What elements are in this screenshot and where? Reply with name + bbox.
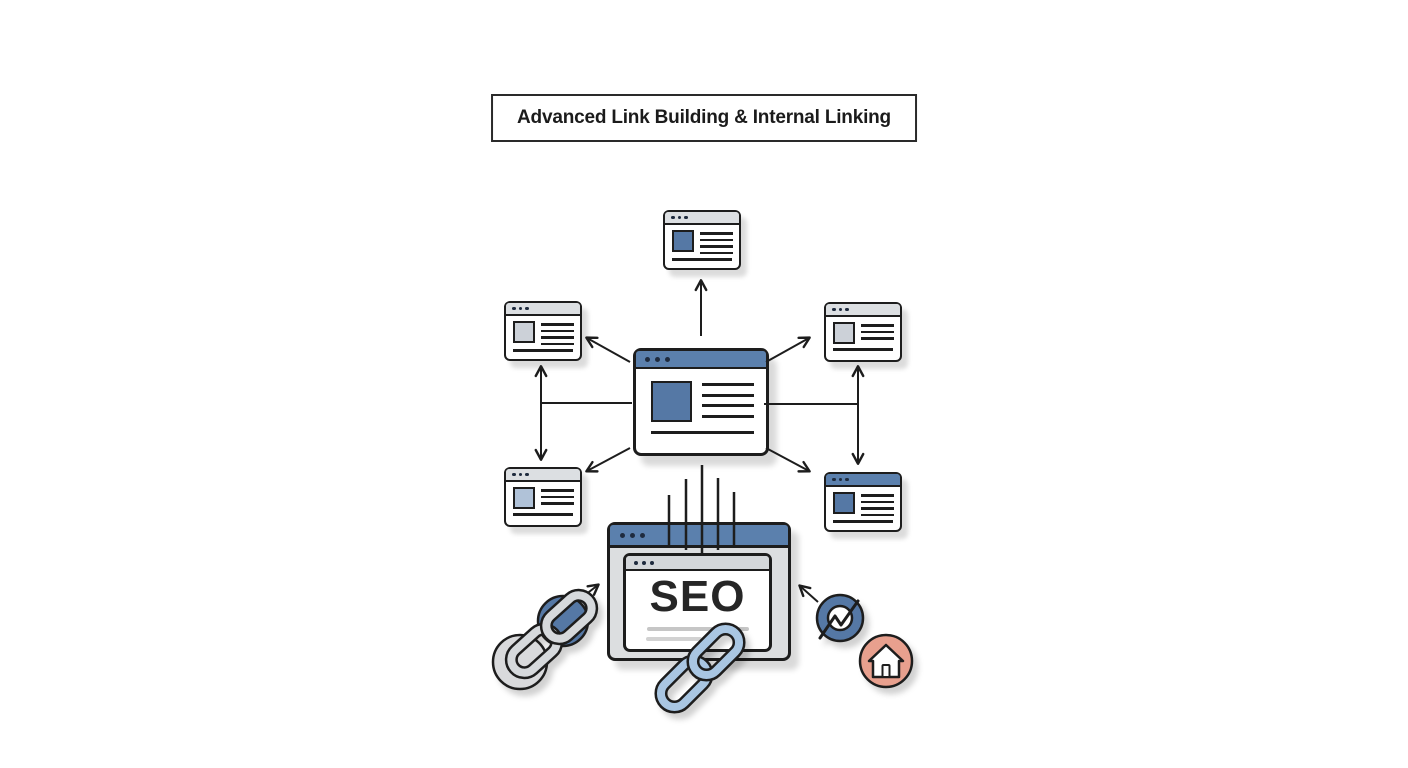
window-dot <box>634 560 638 565</box>
text-lines <box>702 381 754 422</box>
window-content <box>826 487 900 516</box>
window-content <box>636 369 766 422</box>
trend-chart-icon <box>815 593 865 643</box>
window-dot <box>838 477 842 482</box>
window-dot <box>838 307 842 312</box>
chain-link-icon <box>491 588 599 691</box>
window-dot <box>684 215 688 220</box>
window-dot <box>525 306 529 311</box>
window-dot <box>630 532 635 538</box>
footer-line <box>833 348 893 351</box>
thumbnail-image <box>672 230 694 252</box>
arrow-to-left-bottom-page <box>585 447 631 473</box>
window-titlebar <box>506 469 580 482</box>
window-titlebar <box>636 351 766 369</box>
window-titlebar <box>626 556 769 571</box>
window-dot <box>640 532 645 538</box>
window-dot <box>832 307 836 312</box>
text-lines <box>861 322 894 344</box>
window-dot <box>620 532 625 538</box>
text-lines <box>700 230 733 254</box>
thumbnail-image <box>513 321 535 343</box>
thumbnail-image <box>833 492 855 514</box>
window-content <box>826 317 900 344</box>
linked-page-window-right-top <box>824 302 902 362</box>
thumbnail-image <box>513 487 535 509</box>
home-icon <box>858 633 914 689</box>
footer-line <box>833 520 893 523</box>
seo-label: SEO <box>649 572 746 621</box>
window-dot <box>525 472 529 477</box>
window-titlebar <box>826 474 900 487</box>
window-dot <box>671 215 675 220</box>
linked-page-window-left-bottom <box>504 467 582 527</box>
window-dot <box>650 560 654 565</box>
arrow-to-left-top-page <box>585 336 631 363</box>
placeholder-line <box>646 637 702 641</box>
linked-page-window-top <box>663 210 741 270</box>
seo-inner-window: SEO <box>623 553 772 652</box>
seo-browser-window: SEO <box>607 522 791 661</box>
footer-line <box>672 258 732 261</box>
placeholder-line <box>646 627 749 631</box>
thumbnail-image <box>833 322 855 344</box>
window-dot <box>655 356 660 362</box>
text-lines <box>861 492 894 516</box>
window-dot <box>518 306 522 311</box>
arrow-from-trend-icon <box>798 584 819 603</box>
arrow-to-right-bottom-page <box>765 447 811 473</box>
linked-page-window-right-bottom <box>824 472 902 532</box>
footer-line <box>651 431 754 434</box>
arrow-to-right-top-page <box>765 336 811 363</box>
diagram-title: Advanced Link Building & Internal Linkin… <box>491 94 917 142</box>
hub-page-window <box>633 348 769 456</box>
footer-line <box>513 349 573 352</box>
footer-line <box>513 513 573 516</box>
window-titlebar <box>665 212 739 225</box>
thumbnail-image <box>651 381 692 422</box>
window-dot <box>845 307 849 312</box>
window-content <box>506 316 580 345</box>
window-content <box>506 482 580 509</box>
window-dot <box>645 356 650 362</box>
window-dot <box>845 477 849 482</box>
window-dot <box>677 215 681 220</box>
linked-page-window-left-top <box>504 301 582 361</box>
window-dot <box>512 472 516 477</box>
window-dot <box>642 560 646 565</box>
text-lines <box>541 321 574 345</box>
window-titlebar <box>506 303 580 316</box>
window-dot <box>518 472 522 477</box>
window-titlebar <box>610 525 788 548</box>
window-dot <box>832 477 836 482</box>
arrow-from-chain-icon <box>575 583 600 603</box>
window-content <box>665 225 739 254</box>
text-lines <box>541 487 574 509</box>
window-dot <box>665 356 670 362</box>
window-dot <box>512 306 516 311</box>
window-titlebar <box>826 304 900 317</box>
